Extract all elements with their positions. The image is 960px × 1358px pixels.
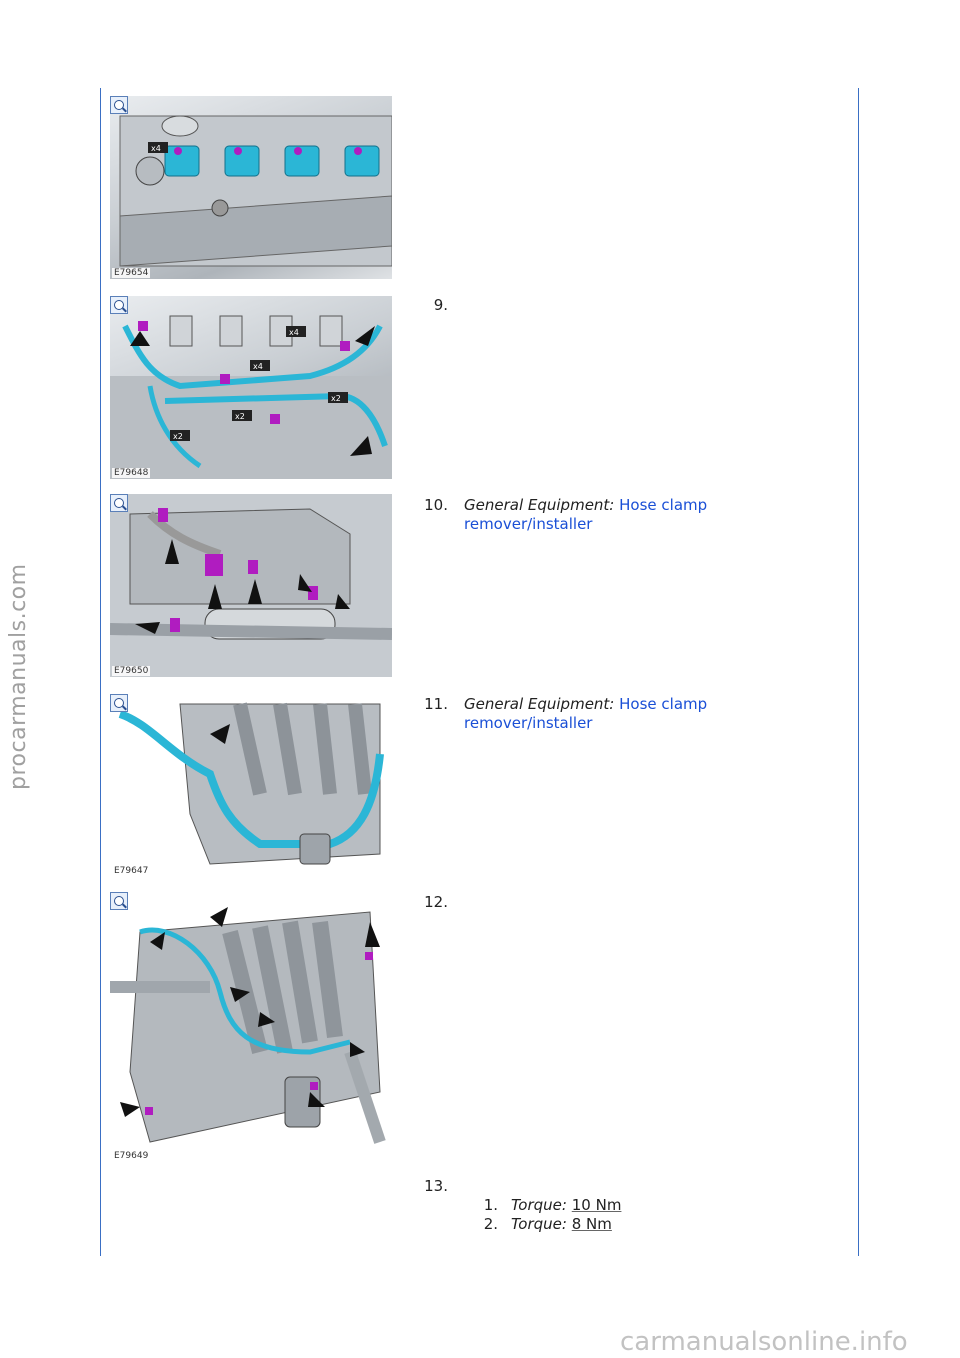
general-equipment-label: General Equipment: (464, 695, 615, 713)
marker-x4-b: x4 (253, 362, 263, 371)
engine-illustration-harness: x4 x4 x2 x2 x2 (110, 315, 392, 479)
step-number: 12. (424, 893, 448, 911)
torque-label: Torque: (511, 1196, 567, 1214)
zoom-icon[interactable] (110, 96, 128, 114)
hose-clamp-link[interactable]: Hose clamp (619, 496, 708, 514)
step-text: General Equipment: Hose clamp remover/in… (464, 695, 744, 733)
zoom-icon[interactable] (110, 494, 128, 512)
hose-clamp-link-cont[interactable]: remover/installer (464, 714, 593, 732)
step-number: 11. (424, 695, 448, 713)
marker-x2-c: x2 (173, 432, 183, 441)
figure-e79649[interactable]: E79649 (110, 892, 392, 1162)
engine-illustration-full (110, 892, 392, 1162)
figure-code: E79647 (112, 866, 151, 876)
watermark-side: procarmanuals.com (6, 563, 31, 790)
zoom-icon[interactable] (110, 694, 128, 712)
figure-e79654[interactable]: x4 E79654 (110, 96, 392, 279)
marker-x2-a: x2 (331, 394, 341, 403)
figure-code: E79648 (112, 468, 151, 478)
substep-number: 1. (483, 1196, 498, 1214)
zoom-icon[interactable] (110, 892, 128, 910)
torque-value[interactable]: 10 Nm (571, 1196, 622, 1214)
step-number: 10. (424, 496, 448, 514)
zoom-icon[interactable] (110, 296, 128, 314)
engine-illustration-hoses (110, 494, 392, 677)
watermark-bottom: carmanualsonline.info (620, 1327, 908, 1357)
step-text: General Equipment: Hose clamp remover/in… (464, 496, 744, 534)
hose-clamp-link-cont[interactable]: remover/installer (464, 515, 593, 533)
figure-e79648[interactable]: x4 x4 x2 x2 x2 E79648 (110, 296, 392, 479)
engine-illustration-coils: x4 (119, 115, 392, 267)
substep-number: 2. (483, 1215, 498, 1233)
hose-clamp-link[interactable]: Hose clamp (619, 695, 708, 713)
step-number: 9. (433, 296, 448, 314)
torque-label: Torque: (511, 1215, 567, 1233)
marker-x4: x4 (151, 144, 161, 153)
figure-e79650[interactable]: E79650 (110, 494, 392, 677)
torque-value[interactable]: 8 Nm (571, 1215, 612, 1233)
general-equipment-label: General Equipment: (464, 496, 615, 514)
figure-code: E79649 (112, 1151, 151, 1161)
marker-x2-b: x2 (235, 412, 245, 421)
marker-x4-a: x4 (289, 328, 299, 337)
figure-code: E79650 (112, 666, 151, 676)
engine-illustration-coolant (110, 694, 392, 877)
left-rule (100, 88, 101, 1256)
figure-e79647[interactable]: E79647 (110, 694, 392, 877)
step-number: 13. (424, 1177, 448, 1195)
figure-code: E79654 (112, 268, 151, 278)
right-rule (858, 88, 859, 1256)
